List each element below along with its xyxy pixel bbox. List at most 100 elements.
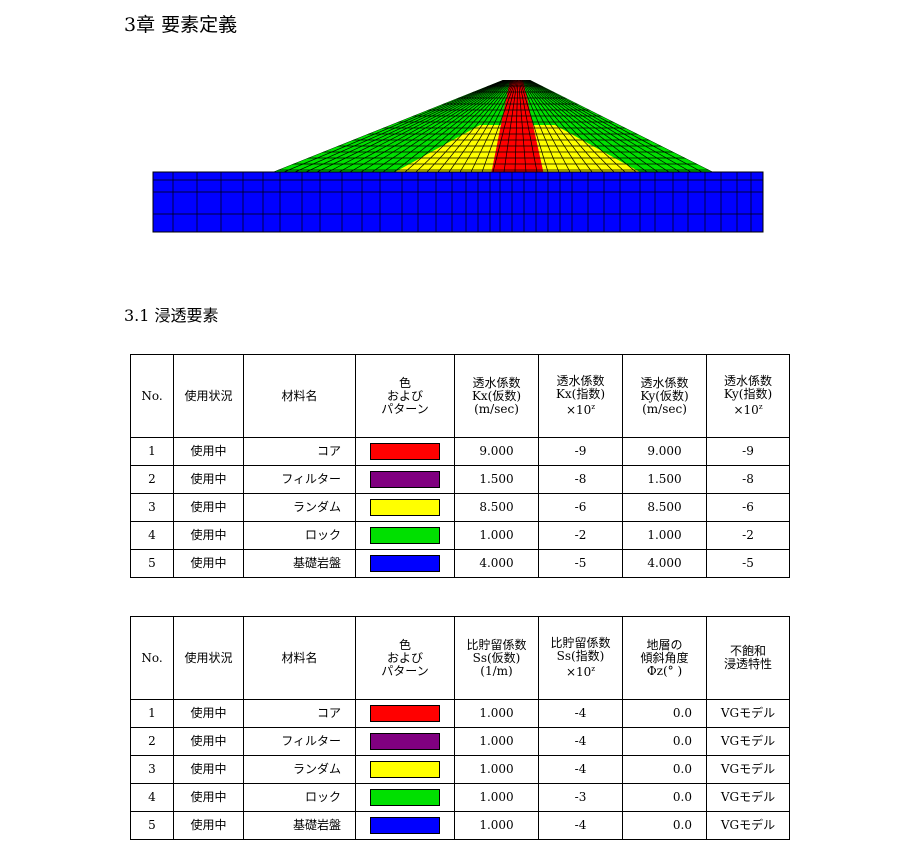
row-ky-mantissa: 1.500 <box>622 465 707 494</box>
row-kx-mantissa: 1.000 <box>454 521 539 550</box>
row-ss-exponent: -4 <box>538 811 623 840</box>
mesh-line <box>294 80 505 172</box>
row-ss-mantissa: 1.000 <box>454 699 539 728</box>
row-status: 使用中 <box>173 493 244 522</box>
mesh-line <box>503 80 518 172</box>
col-name: 材料名 <box>243 616 356 700</box>
mesh-line <box>360 80 509 172</box>
mesh-line <box>415 80 513 172</box>
core-zone <box>490 80 545 185</box>
row-status: 使用中 <box>173 437 244 466</box>
mesh-line <box>520 80 571 172</box>
section-title: 3.1 浸透要素 <box>124 306 219 325</box>
mesh-line <box>459 80 515 172</box>
row-no: 1 <box>130 437 174 466</box>
dam-mesh-figure <box>152 80 764 233</box>
mesh-line <box>338 80 508 172</box>
color-cell <box>355 437 455 466</box>
col-no: No. <box>130 616 174 700</box>
row-material: フィルター <box>243 727 356 756</box>
row-dip-angle: 0.0 <box>622 755 707 784</box>
mesh-line <box>349 80 508 172</box>
row-ky-exponent: -8 <box>706 465 790 494</box>
mesh-line <box>481 80 517 172</box>
mesh-line <box>522 80 604 172</box>
col-color: 色およびパターン <box>355 616 455 700</box>
mesh-line <box>404 80 512 172</box>
mesh-line <box>527 80 670 172</box>
color-swatch <box>370 499 440 516</box>
row-status: 使用中 <box>173 783 244 812</box>
color-cell <box>355 727 455 756</box>
color-swatch <box>370 761 440 778</box>
row-no: 2 <box>130 465 174 494</box>
row-no: 4 <box>130 783 174 812</box>
mesh-line <box>529 80 713 172</box>
mesh-line <box>521 80 582 172</box>
row-no: 5 <box>130 549 174 578</box>
row-ss-mantissa: 1.000 <box>454 727 539 756</box>
col-status: 使用状況 <box>173 354 244 438</box>
row-no: 2 <box>130 727 174 756</box>
row-ss-mantissa: 1.000 <box>454 783 539 812</box>
row-dip-angle: 0.0 <box>622 699 707 728</box>
row-status: 使用中 <box>173 521 244 550</box>
row-no: 4 <box>130 521 174 550</box>
mesh-line <box>470 80 516 172</box>
mesh-line <box>525 80 648 172</box>
row-material: 基礎岩盤 <box>243 811 356 840</box>
row-ky-mantissa: 4.000 <box>622 549 707 578</box>
mesh-line <box>519 80 549 172</box>
row-dip-angle: 0.0 <box>622 727 707 756</box>
color-swatch <box>370 817 440 834</box>
row-no: 3 <box>130 755 174 784</box>
row-kx-exponent: -8 <box>538 465 623 494</box>
mesh-line <box>382 80 510 172</box>
row-ss-mantissa: 1.000 <box>454 755 539 784</box>
mesh-line <box>520 80 560 172</box>
col-color: 色およびパターン <box>355 354 455 438</box>
row-ss-exponent: -4 <box>538 727 623 756</box>
mesh-line <box>529 80 703 172</box>
row-kx-exponent: -6 <box>538 493 623 522</box>
row-no: 5 <box>130 811 174 840</box>
mesh-line <box>522 80 593 172</box>
row-no: 3 <box>130 493 174 522</box>
row-material: ランダム <box>243 493 356 522</box>
mesh-line <box>448 80 515 172</box>
row-material: ランダム <box>243 755 356 784</box>
mesh-line <box>371 80 510 172</box>
row-kx-mantissa: 8.500 <box>454 493 539 522</box>
row-material: ロック <box>243 521 356 550</box>
row-ky-mantissa: 9.000 <box>622 437 707 466</box>
mesh-line <box>437 80 514 172</box>
row-no: 1 <box>130 699 174 728</box>
color-swatch <box>370 471 440 488</box>
row-material: コア <box>243 699 356 728</box>
row-unsaturated: VGモデル <box>706 727 790 756</box>
row-status: 使用中 <box>173 699 244 728</box>
mesh-line <box>273 80 504 172</box>
row-kx-mantissa: 9.000 <box>454 437 539 466</box>
row-status: 使用中 <box>173 465 244 494</box>
mesh-line <box>393 80 511 172</box>
row-unsaturated: VGモデル <box>706 783 790 812</box>
row-ky-exponent: -9 <box>706 437 790 466</box>
mesh-line <box>527 80 681 172</box>
mesh-line <box>283 80 504 172</box>
color-swatch <box>370 527 440 544</box>
